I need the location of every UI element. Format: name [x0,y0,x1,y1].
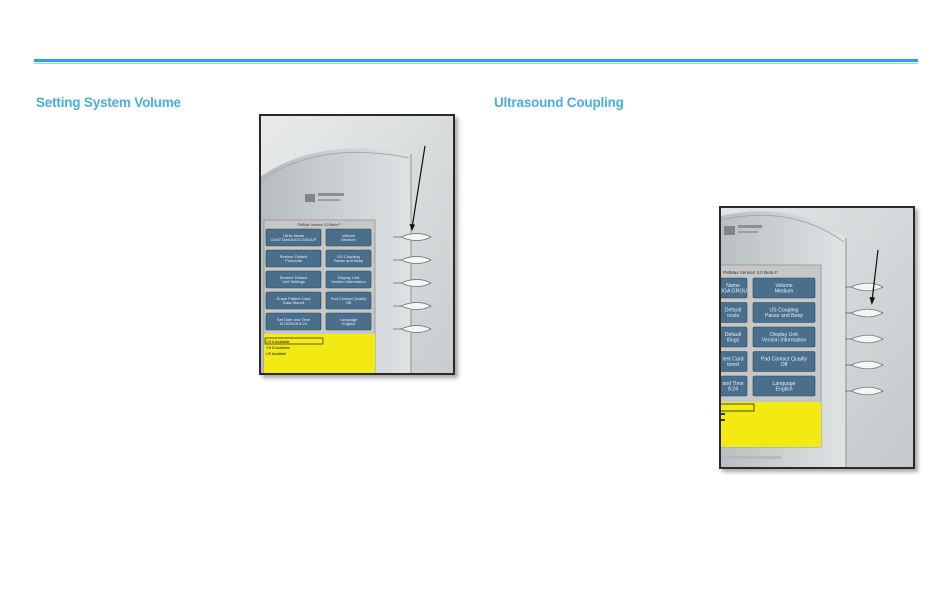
status-line-1: CH A Available [266,340,290,344]
device-menu-button-label: Erase Patient Card [277,296,311,301]
status-line-3: US Available [266,352,286,356]
device-menu-button-label: Set Date and Time [277,317,311,322]
brand-logo [305,193,344,202]
device-screen-title: PMMax Version 3.0 Beta F [298,223,342,227]
side-key[interactable] [393,233,432,241]
device-menu-button-label: Display Unit [770,332,798,338]
caption-fragment [721,456,781,459]
side-key[interactable] [845,360,884,370]
side-key[interactable] [845,308,884,318]
device-menu-button-label: Version Information [762,338,807,344]
device-menu-button-label: CHATTANOOGA GROUP [271,237,317,242]
device-menu-button-label: Restore Default [280,275,309,280]
device-menu-button-label: Pad Contact Quality [331,296,367,301]
status-panel [264,334,375,373]
device-menu-button-label: and Time [722,381,743,387]
device-menu-button-label: Data Stored [283,300,304,305]
selection-highlight [264,337,324,345]
device-menu-button-label: Default [725,332,742,338]
section-heading-volume: Setting System Volume [36,95,181,110]
device-menu-button-label: tored [727,362,739,368]
device-menu-button-label: Default [725,308,742,314]
device-menu-button-label: Pause and Beep [334,258,364,263]
brand-logo [724,225,762,235]
side-keys [845,282,884,396]
device-menu-button-label: Clinic Name [283,233,305,238]
pointer-arrow-head [869,297,875,305]
device-menu-button-label: Protocols [285,258,302,263]
device-menu-button-label: Off [346,300,352,305]
device-menu-button-label: Off [781,362,788,368]
side-key[interactable] [845,386,884,396]
device-menu-button-label: ocols [727,313,740,319]
device-photo-volume-drawing: PMMax Version 3.0 Beta F Clinic NameCHAT… [261,116,453,373]
device-menu-button-label: OGA GROU [721,289,747,295]
device-menu-button-label: English [775,387,792,393]
device-menu-button-label: 8:24 [728,387,738,393]
selection-highlight [721,403,755,412]
side-keys [393,233,432,333]
device-menu-button-label: Display Unit [338,275,360,280]
device-menu-button-label: ttings [727,338,740,344]
device-menu-button-label: Unit Settings [282,279,305,284]
side-key[interactable] [393,325,432,333]
device-menu-button-label: US Coupling [337,254,359,259]
pointer-arrow-head [409,224,415,231]
device-menu-button-label: Volume [775,283,792,289]
pointer-arrow [411,145,426,229]
section-heading-ultrasound-coupling: Ultrasound Coupling [494,95,624,110]
status-mark-2 [721,419,725,421]
device-menu-button-label: Name [726,283,740,289]
device-menu-button-label: Language [340,317,359,322]
status-line-2: CH B Available [266,346,290,350]
device-menu-button-label: English [342,321,355,326]
device-menu-button-label: Language [772,381,795,387]
status-panel [721,402,821,447]
device-menu-button-label: Medium [775,289,793,295]
side-key[interactable] [393,279,432,287]
device-menu-button-label: 6/15/2009 8:24 [280,321,307,326]
side-key[interactable] [845,282,884,292]
header-rule [34,59,918,64]
device-menu-button-label: Volume [342,233,356,238]
device-menu-button-label: Pause and Beep [765,313,803,319]
status-mark-1 [721,413,725,415]
device-menu-button-label: Version Information [331,279,365,284]
device-menu-button-label: US Coupling [769,308,798,314]
device-menu-button-label: Pad Contact Quality [761,357,808,363]
pointer-arrow [871,249,879,302]
device-menu-button-label: Medium [341,237,356,242]
side-key[interactable] [393,256,432,264]
device-screen-title: PMMax Version 3.0 Beta F [723,270,778,275]
device-menu-button-label: ient Card [722,357,743,363]
side-key[interactable] [393,302,432,310]
side-key[interactable] [845,334,884,344]
device-menu-button-label: Restore Default [280,254,309,259]
